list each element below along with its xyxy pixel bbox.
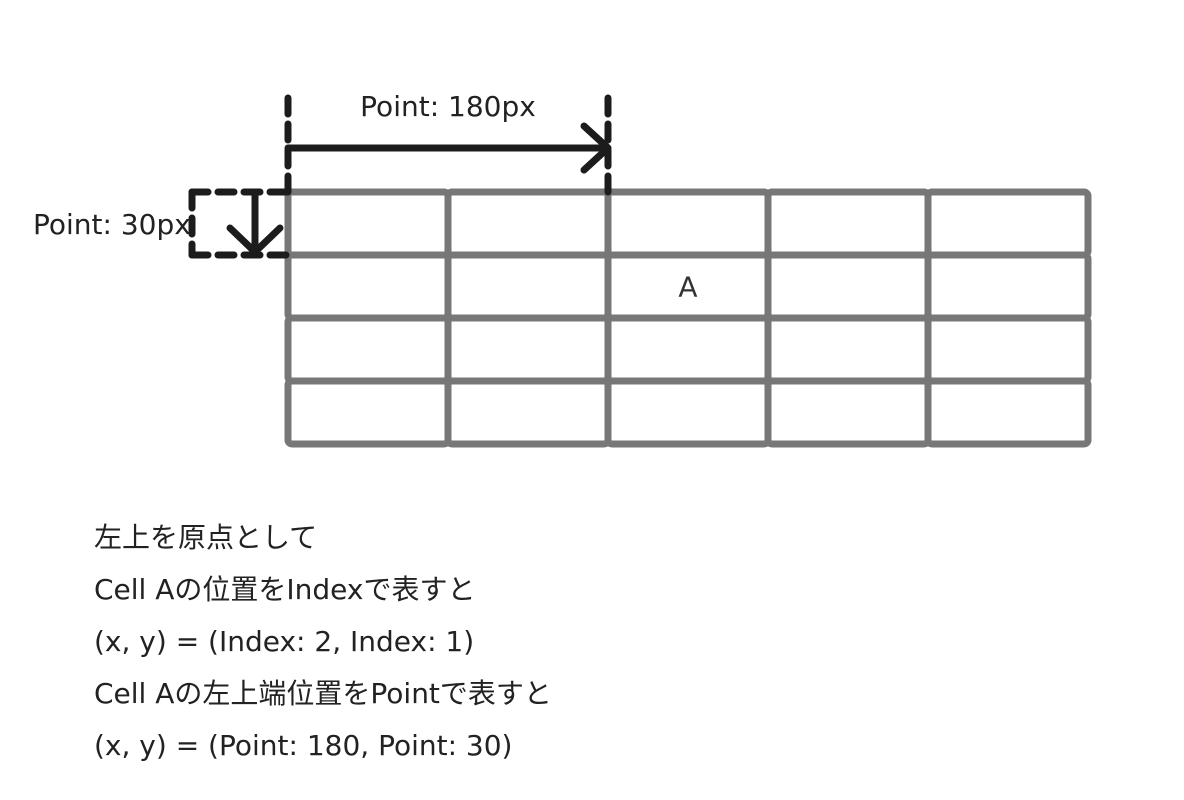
grid-cell-r1-c1 [444,251,612,322]
grid-cell-r1-c3 [764,251,932,322]
grid-diagram: A Point: 180px Point: 30px [33,90,1092,448]
grid-cell-r3-c0 [284,377,452,448]
explanation-line-index-value: (x, y) = (Index: 2, Index: 1) [94,625,475,658]
grid-cell-r0-c3 [764,188,932,259]
grid-cell-r3-c1 [444,377,612,448]
grid-cell-r0-c0 [284,188,452,259]
explanation-line-index-intro: Cell Aの位置をIndexで表すと [94,573,476,606]
explanation-line-point-intro: Cell Aの左上端位置をPointで表すと [94,677,552,710]
grid-cell-r2-c2 [604,314,772,385]
horizontal-measure: Point: 180px [284,90,612,196]
horizontal-arrow-head-icon [580,122,612,174]
grid-cell-r2-c3 [764,314,932,385]
cell-label-a: A [678,271,697,304]
vertical-measure: Point: 30px [33,188,292,259]
explanation-line-point-value: (x, y) = (Point: 180, Point: 30) [94,729,513,762]
explanation-line-origin: 左上を原点として [94,521,318,554]
grid-cell-r3-c3 [764,377,932,448]
grid-cell-r2-c4 [924,314,1092,385]
horizontal-measure-label: Point: 180px [360,90,536,123]
grid: A [284,188,1092,448]
grid-cell-r1-c0 [284,251,452,322]
grid-cell-r2-c0 [284,314,452,385]
explanation-text: 左上を原点として Cell Aの位置をIndexで表すと (x, y) = (I… [94,512,1094,772]
grid-cell-r0-c4 [924,188,1092,259]
vertical-measure-label: Point: 30px [33,208,191,241]
grid-cell-r0-c2 [604,188,772,259]
grid-cell-r3-c2 [604,377,772,448]
grid-cell-r2-c1 [444,314,612,385]
vertical-arrow-head-icon [226,224,284,256]
grid-cell-r3-c4 [924,377,1092,448]
grid-cell-r0-c1 [444,188,612,259]
grid-cell-r1-c4 [924,251,1092,322]
